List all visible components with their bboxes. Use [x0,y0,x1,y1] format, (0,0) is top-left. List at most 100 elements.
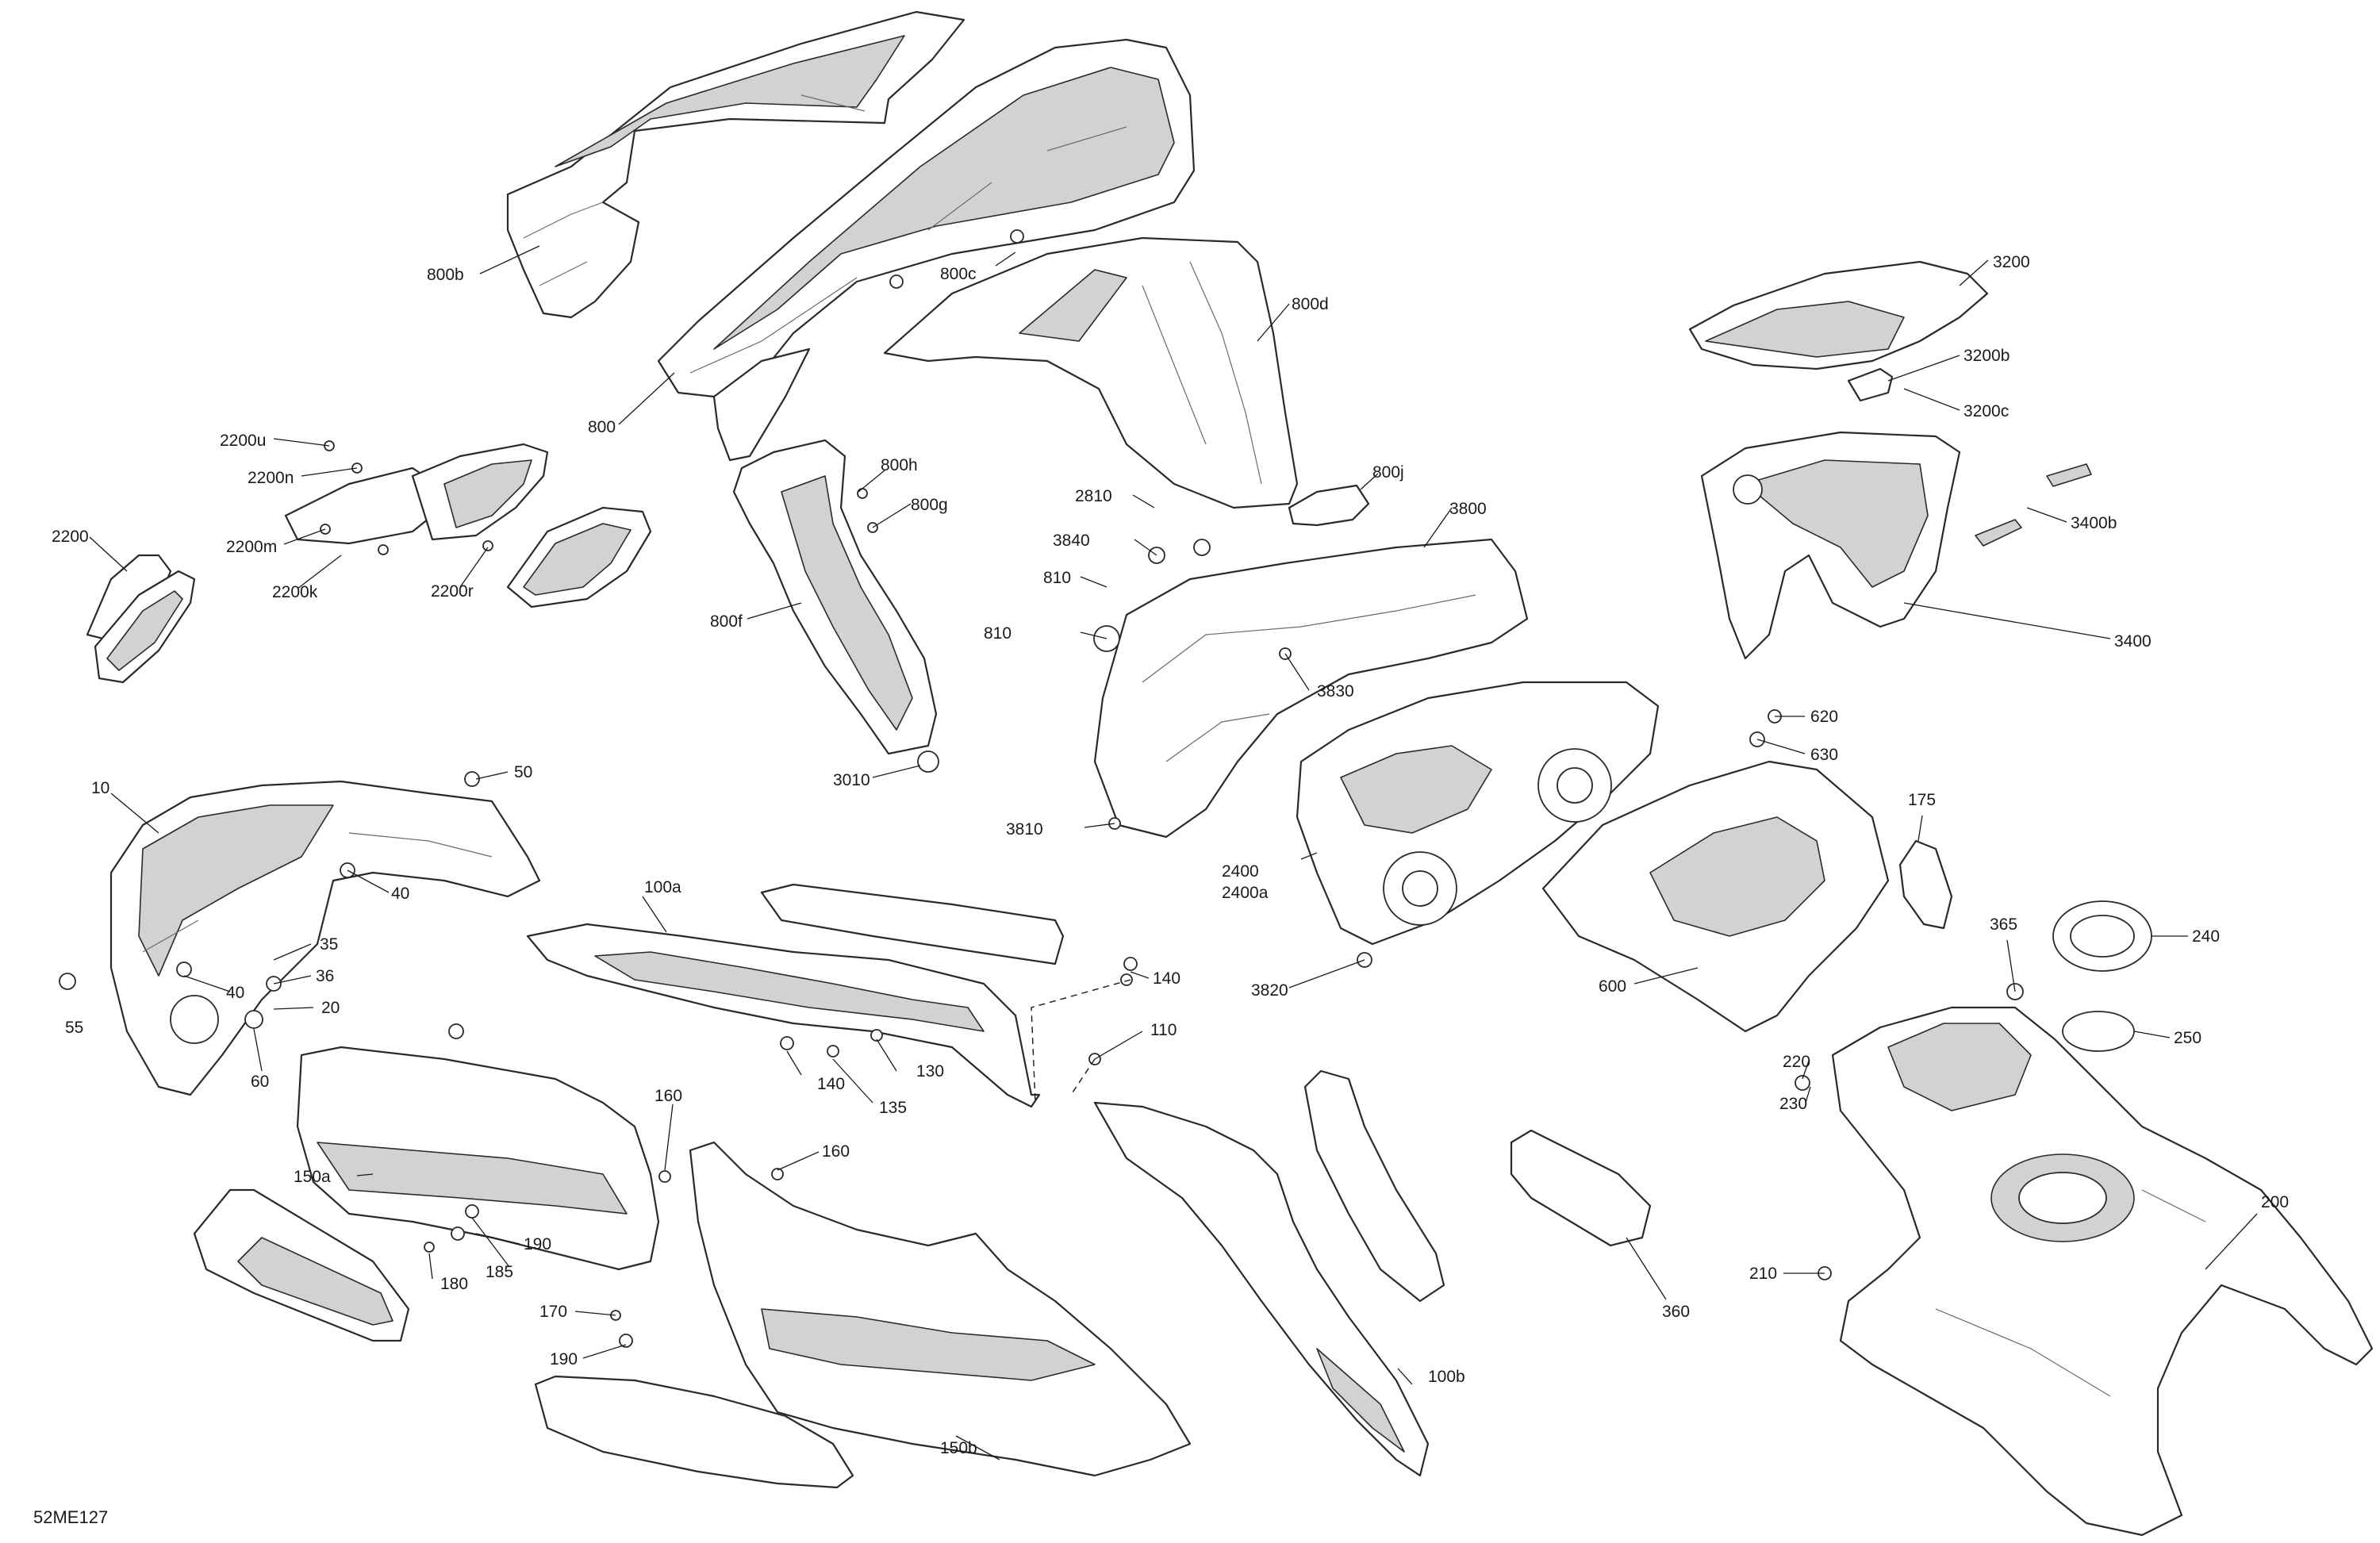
callout-50: 50 [514,763,532,781]
part-100b-trim [1093,1101,1430,1477]
callout-2200k: 2200k [272,583,318,601]
callout-180: 180 [440,1275,468,1293]
diagram-code: 52ME127 [33,1507,108,1527]
callout-620: 620 [1810,708,1838,726]
callout-2200n: 2200n [248,469,294,487]
callout-175: 175 [1908,791,1936,809]
part-10-rear-fender [109,780,541,1096]
callout-170: 170 [539,1303,567,1321]
callout-185: 185 [486,1263,513,1281]
callout-3200b: 3200b [1964,347,2010,365]
callout-3400: 3400 [2114,632,2152,651]
part-800b-front-cowl [506,10,965,319]
callout-810-a: 810 [1043,569,1071,587]
part-100b-cap [1303,1069,1445,1303]
callout-210: 210 [1749,1265,1777,1283]
part-2200-mirror-left [86,554,196,684]
callout-190-b: 190 [550,1350,578,1368]
callout-150a: 150a [294,1168,331,1186]
part-3800-bracket [1093,538,1529,839]
callout-3830: 3830 [1317,682,1354,700]
callout-800f: 800f [710,612,743,631]
part-200-console [1831,1006,2374,1537]
callout-160-b: 160 [822,1142,850,1161]
callout-36: 36 [316,967,334,985]
part-800d-side-panel [883,236,1299,509]
callout-10: 10 [91,779,109,797]
callout-2200: 2200 [52,528,89,546]
callout-630: 630 [1810,746,1838,764]
callout-40-b: 40 [226,984,244,1002]
callout-200: 200 [2261,1193,2289,1211]
callout-800d: 800d [1292,295,1329,313]
callout-3010: 3010 [833,771,870,789]
part-600-cluster-housing [1541,760,1890,1033]
part-100a-rail [526,923,1041,1108]
part-240-ring [2052,900,2152,972]
callout-140-a: 140 [1153,969,1180,988]
part-150a-lower-bar [193,1188,410,1342]
callout-240: 240 [2192,927,2220,946]
callout-220: 220 [1783,1053,1810,1071]
part-800f-side-strip [732,439,938,755]
callout-230: 230 [1779,1095,1807,1113]
callout-3400b: 3400b [2071,514,2117,532]
callout-360: 360 [1662,1303,1690,1321]
part-3400-storage-bin [1700,431,1961,660]
callout-3200: 3200 [1993,253,2030,271]
part-3200-cover [1688,260,1989,370]
callout-810-b: 810 [984,624,1012,643]
part-2200-mirror-glass [506,506,652,608]
callout-140-b: 140 [817,1075,845,1093]
callout-800g: 800g [911,496,948,514]
callout-35: 35 [320,935,338,954]
part-360-bracket [1510,1129,1652,1247]
callout-3820: 3820 [1251,981,1288,1000]
callout-3840: 3840 [1053,532,1090,550]
part-800-windshield [657,38,1196,462]
callout-20: 20 [321,999,340,1017]
callout-2400: 2400 [1222,862,1259,881]
callout-3810: 3810 [1006,820,1043,839]
callout-40-a: 40 [391,885,409,903]
part-2200-mirror-assembly [284,443,549,545]
callout-130: 130 [916,1062,944,1080]
callout-55: 55 [65,1019,83,1037]
callout-800h: 800h [881,456,918,474]
callout-600: 600 [1599,977,1626,996]
callout-160-a: 160 [654,1087,682,1105]
callout-labels: 800b 800c 800d 800 800h 800g 800f 800j 2… [33,253,2289,1527]
part-800j-lens [1288,484,1370,527]
part-150b-lower-bar [534,1375,854,1489]
callout-2200m: 2200m [226,538,277,556]
callout-800: 800 [588,418,616,436]
callout-800c: 800c [940,265,977,283]
part-250-seal [2062,1011,2135,1052]
part-150a-panel [296,1046,660,1271]
callout-190-a: 190 [524,1235,551,1253]
callout-110: 110 [1150,1021,1177,1039]
callout-800j: 800j [1372,463,1404,482]
callout-3200c: 3200c [1964,402,2009,420]
part-3400b-strips [1975,463,2092,547]
callout-150b: 150b [940,1439,977,1457]
callout-60: 60 [251,1073,269,1091]
callout-250: 250 [2174,1029,2202,1047]
callout-2200u: 2200u [220,432,266,450]
callout-365: 365 [1990,915,2017,934]
callout-3800: 3800 [1449,500,1487,518]
callout-800b: 800b [427,266,464,284]
part-150b-panel [689,1141,1192,1477]
callout-100b: 100b [1428,1368,1465,1386]
part-175-clip [1898,839,1953,930]
part-3200b-bracket [1847,367,1894,402]
part-2400-headlight [1296,681,1660,946]
callout-135: 135 [879,1099,907,1117]
callout-2400a: 2400a [1222,884,1269,902]
callout-2200r: 2200r [431,582,474,601]
leader-lines [89,245,2258,1460]
part-100a-strip [760,883,1065,965]
callout-2810: 2810 [1075,487,1112,505]
callout-100a: 100a [644,878,681,896]
